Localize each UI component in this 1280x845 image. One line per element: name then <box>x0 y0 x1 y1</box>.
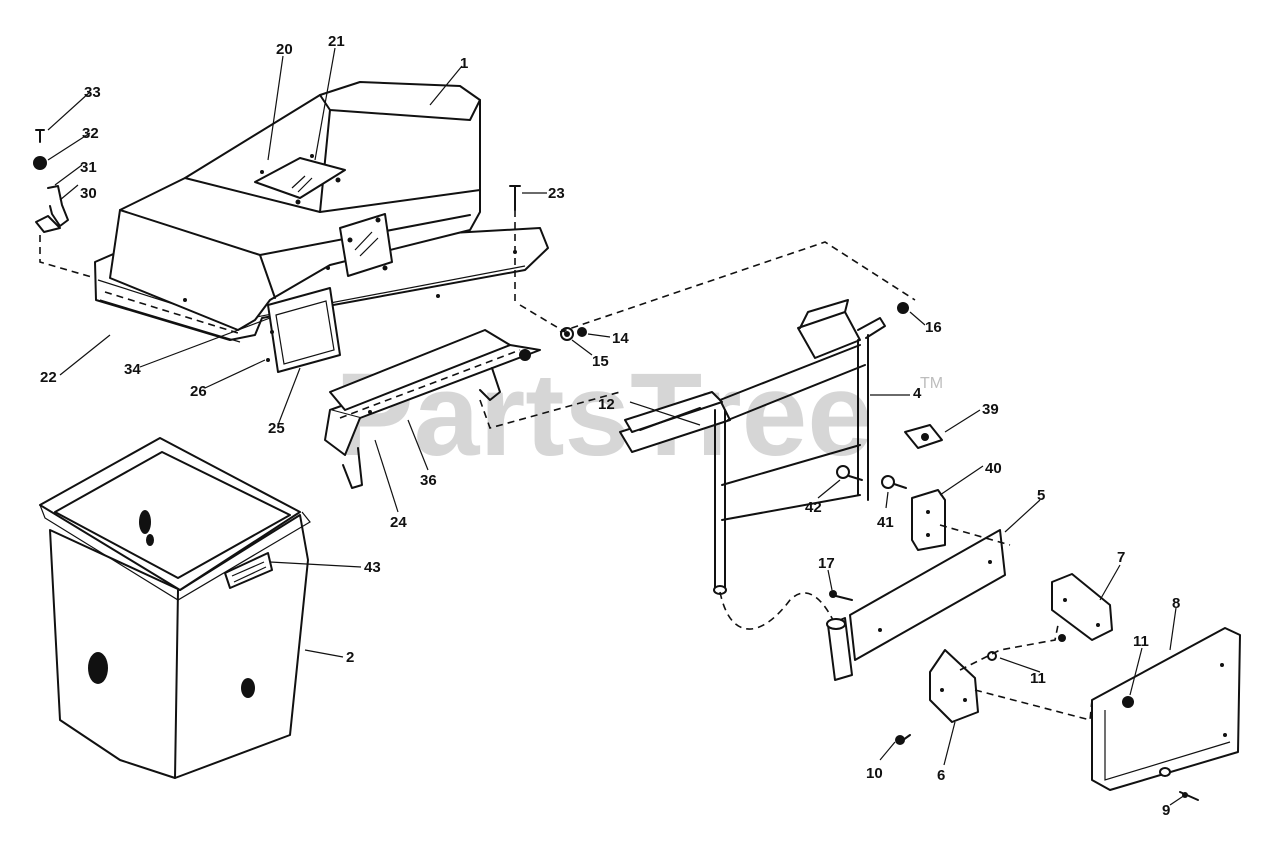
callout-15: 15 <box>592 353 609 370</box>
clamp-39 <box>904 424 943 449</box>
nut-16 <box>897 302 909 314</box>
hardware-small <box>895 634 1199 801</box>
callout-32: 32 <box>82 125 99 142</box>
callout-14: 14 <box>612 330 629 347</box>
watermark-tm: TM <box>920 375 943 392</box>
callout-24: 24 <box>390 514 407 531</box>
callout-17: 17 <box>818 555 835 572</box>
callout-9: 9 <box>1162 802 1170 819</box>
plate-6 <box>929 649 979 723</box>
grass-bag <box>39 437 311 779</box>
callout-11-washer: 11 <box>1030 670 1046 687</box>
pin-23 <box>509 185 521 211</box>
callout-labels: 1 2 4 5 6 7 8 9 10 11 11 12 14 15 16 17 … <box>40 33 1180 819</box>
leader-lines <box>47 47 1186 806</box>
bolt-17 <box>829 590 853 601</box>
callout-41: 41 <box>877 514 894 531</box>
callout-33: 33 <box>84 84 101 101</box>
callout-40: 40 <box>985 460 1002 477</box>
callout-8: 8 <box>1172 595 1180 612</box>
callout-11-plate: 11 <box>1133 633 1149 650</box>
plate-8 <box>1091 627 1241 791</box>
callout-31: 31 <box>80 159 97 176</box>
callout-21: 21 <box>328 33 345 50</box>
callout-30: 30 <box>80 185 97 202</box>
callout-12: 12 <box>598 396 615 413</box>
callout-43: 43 <box>364 559 381 576</box>
callout-4: 4 <box>913 385 922 402</box>
bolts-41-42 <box>836 465 907 489</box>
callout-26: 26 <box>190 383 207 400</box>
latch-parts <box>33 129 69 233</box>
callout-25: 25 <box>268 420 285 437</box>
callout-7: 7 <box>1117 549 1125 566</box>
assembly-lines <box>39 210 1093 722</box>
callout-22: 22 <box>40 369 57 386</box>
mount-frame <box>619 299 886 595</box>
hinge-bracket <box>324 329 541 489</box>
bracket-7 <box>1051 573 1113 641</box>
nut-14 <box>577 327 587 337</box>
callout-1: 1 <box>460 55 468 72</box>
callout-34: 34 <box>124 361 141 378</box>
callout-39: 39 <box>982 401 999 418</box>
callout-23: 23 <box>548 185 565 202</box>
callout-2: 2 <box>346 649 354 666</box>
callout-6: 6 <box>937 767 945 784</box>
callout-36: 36 <box>420 472 437 489</box>
callout-10: 10 <box>866 765 883 782</box>
bracket-40 <box>911 489 946 551</box>
callout-20: 20 <box>276 41 293 58</box>
bar-5 <box>826 529 1006 681</box>
callout-16: 16 <box>925 319 942 336</box>
callout-42: 42 <box>805 499 822 516</box>
callout-5: 5 <box>1037 487 1045 504</box>
